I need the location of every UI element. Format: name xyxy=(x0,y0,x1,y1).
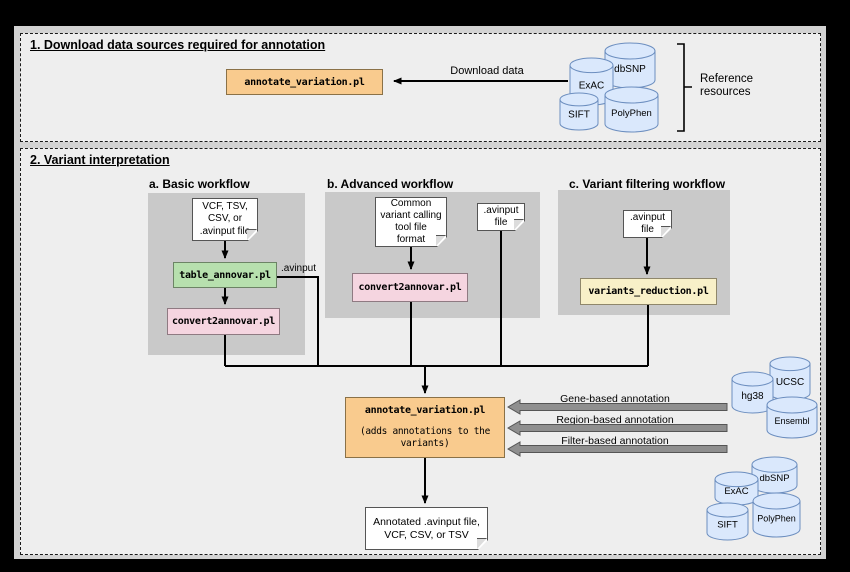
annotated-output-doc: Annotated .avinput file, VCF, CSV, or TS… xyxy=(365,507,488,550)
region-annotation-label: Region-based annotation xyxy=(556,414,674,426)
advanced-avinput-file-doc: .avinput file xyxy=(477,203,525,231)
filtering-workflow-heading: c. Variant filtering workflow xyxy=(569,177,726,191)
filtering-avinput-file-doc: .avinput file xyxy=(623,210,672,238)
annotate-variation-main-box: annotate_variation.pl (adds annotations … xyxy=(345,397,505,458)
basic-input-file-doc: VCF, TSV, CSV, or .avinput file xyxy=(192,198,258,241)
variants-reduction-box: variants_reduction.pl xyxy=(580,278,717,305)
advanced-workflow-heading: b. Advanced workflow xyxy=(327,177,454,191)
convert2annovar-basic-box: convert2annovar.pl xyxy=(167,308,280,335)
download-data-label: Download data xyxy=(450,65,524,77)
avinput-edge-label: .avinput xyxy=(281,263,317,274)
table-annovar-box: table_annovar.pl xyxy=(173,262,277,288)
advanced-input-file-doc: Common variant calling tool file format xyxy=(375,197,447,247)
annotate-variation-download-box: annotate_variation.pl xyxy=(226,69,383,95)
reference-resources-label: Reference resources xyxy=(700,73,754,98)
filter-annotation-label: Filter-based annotation xyxy=(561,435,669,447)
convert2annovar-advanced-box: convert2annovar.pl xyxy=(352,273,468,302)
section2-heading: 2. Variant interpretation xyxy=(30,153,170,167)
basic-workflow-heading: a. Basic workflow xyxy=(149,177,250,191)
annotate-variation-subtitle: (adds annotations to the variants) xyxy=(359,425,491,449)
gene-annotation-label: Gene-based annotation xyxy=(560,393,670,405)
section1-heading: 1. Download data sources required for an… xyxy=(30,38,326,52)
